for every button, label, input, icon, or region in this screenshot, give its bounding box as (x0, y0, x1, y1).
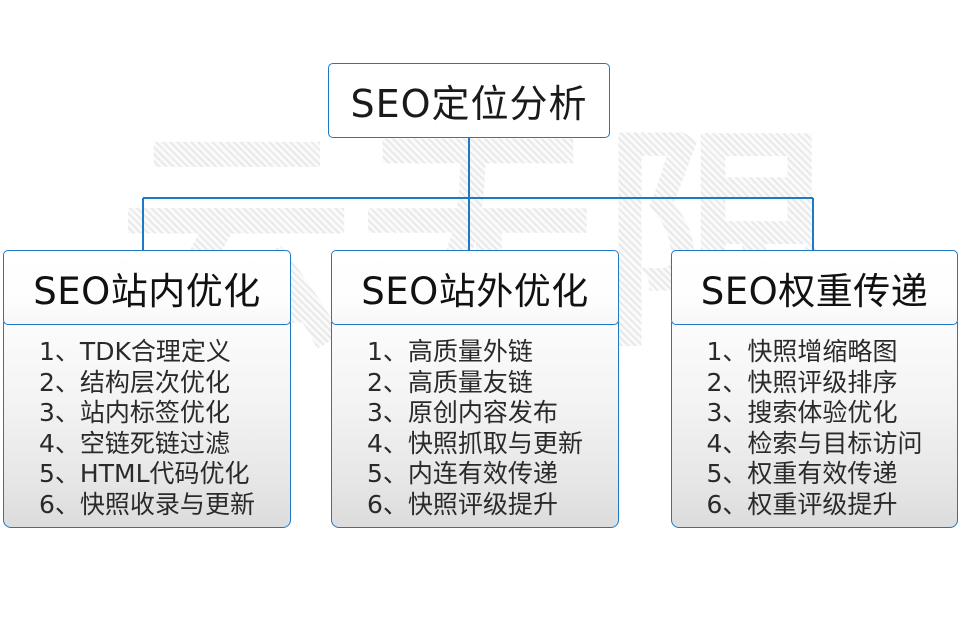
branch-header-label: SEO权重传递 (700, 269, 929, 313)
list-item: 1、TDK合理定义 (39, 337, 231, 366)
list-item: 3、原创内容发布 (367, 398, 558, 427)
branch-item-list: 1、高质量外链 2、高质量友链 3、原创内容发布 4、快照抓取与更新 5、内连有… (367, 337, 583, 520)
root-node[interactable]: SEO定位分析 (328, 63, 610, 138)
root-node-title: SEO定位分析 (350, 82, 588, 126)
list-item: 1、快照增缩略图 (706, 337, 898, 366)
list-item: 2、快照评级排序 (706, 367, 898, 397)
branch-header-seo-weight[interactable]: SEO权重传递 (671, 250, 958, 325)
list-item: 5、内连有效传递 (367, 459, 558, 488)
list-item: 3、搜索体验优化 (706, 398, 898, 427)
branch-body-seo-onsite: 1、TDK合理定义 2、结构层次优化 3、站内标签优化 4、空链死链过滤 5、H… (3, 322, 291, 528)
branch-body-seo-offsite: 1、高质量外链 2、高质量友链 3、原创内容发布 4、快照抓取与更新 5、内连有… (331, 322, 619, 528)
list-item: 1、高质量外链 (367, 337, 533, 366)
list-item: 4、空链死链过滤 (39, 428, 230, 458)
branch-header-label: SEO站内优化 (33, 269, 261, 313)
list-item: 3、站内标签优化 (39, 398, 230, 427)
list-item: 6、权重评级提升 (706, 489, 898, 519)
list-item: 5、权重有效传递 (706, 459, 898, 488)
list-item: 6、快照收录与更新 (39, 489, 255, 519)
list-item: 4、检索与目标访问 (706, 428, 923, 458)
list-item: 2、高质量友链 (367, 367, 533, 397)
list-item: 5、HTML代码优化 (39, 459, 250, 488)
branch-item-list: 1、TDK合理定义 2、结构层次优化 3、站内标签优化 4、空链死链过滤 5、H… (39, 337, 255, 520)
branch-header-label: SEO站外优化 (361, 269, 589, 313)
list-item: 6、快照评级提升 (367, 489, 558, 519)
branch-item-list: 1、快照增缩略图 2、快照评级排序 3、搜索体验优化 4、检索与目标访问 5、权… (707, 337, 923, 520)
branch-header-seo-offsite[interactable]: SEO站外优化 (331, 250, 619, 325)
list-item: 4、快照抓取与更新 (367, 428, 583, 458)
branch-body-seo-weight: 1、快照增缩略图 2、快照评级排序 3、搜索体验优化 4、检索与目标访问 5、权… (671, 322, 958, 528)
list-item: 2、结构层次优化 (39, 367, 230, 397)
branch-header-seo-onsite[interactable]: SEO站内优化 (3, 250, 291, 325)
